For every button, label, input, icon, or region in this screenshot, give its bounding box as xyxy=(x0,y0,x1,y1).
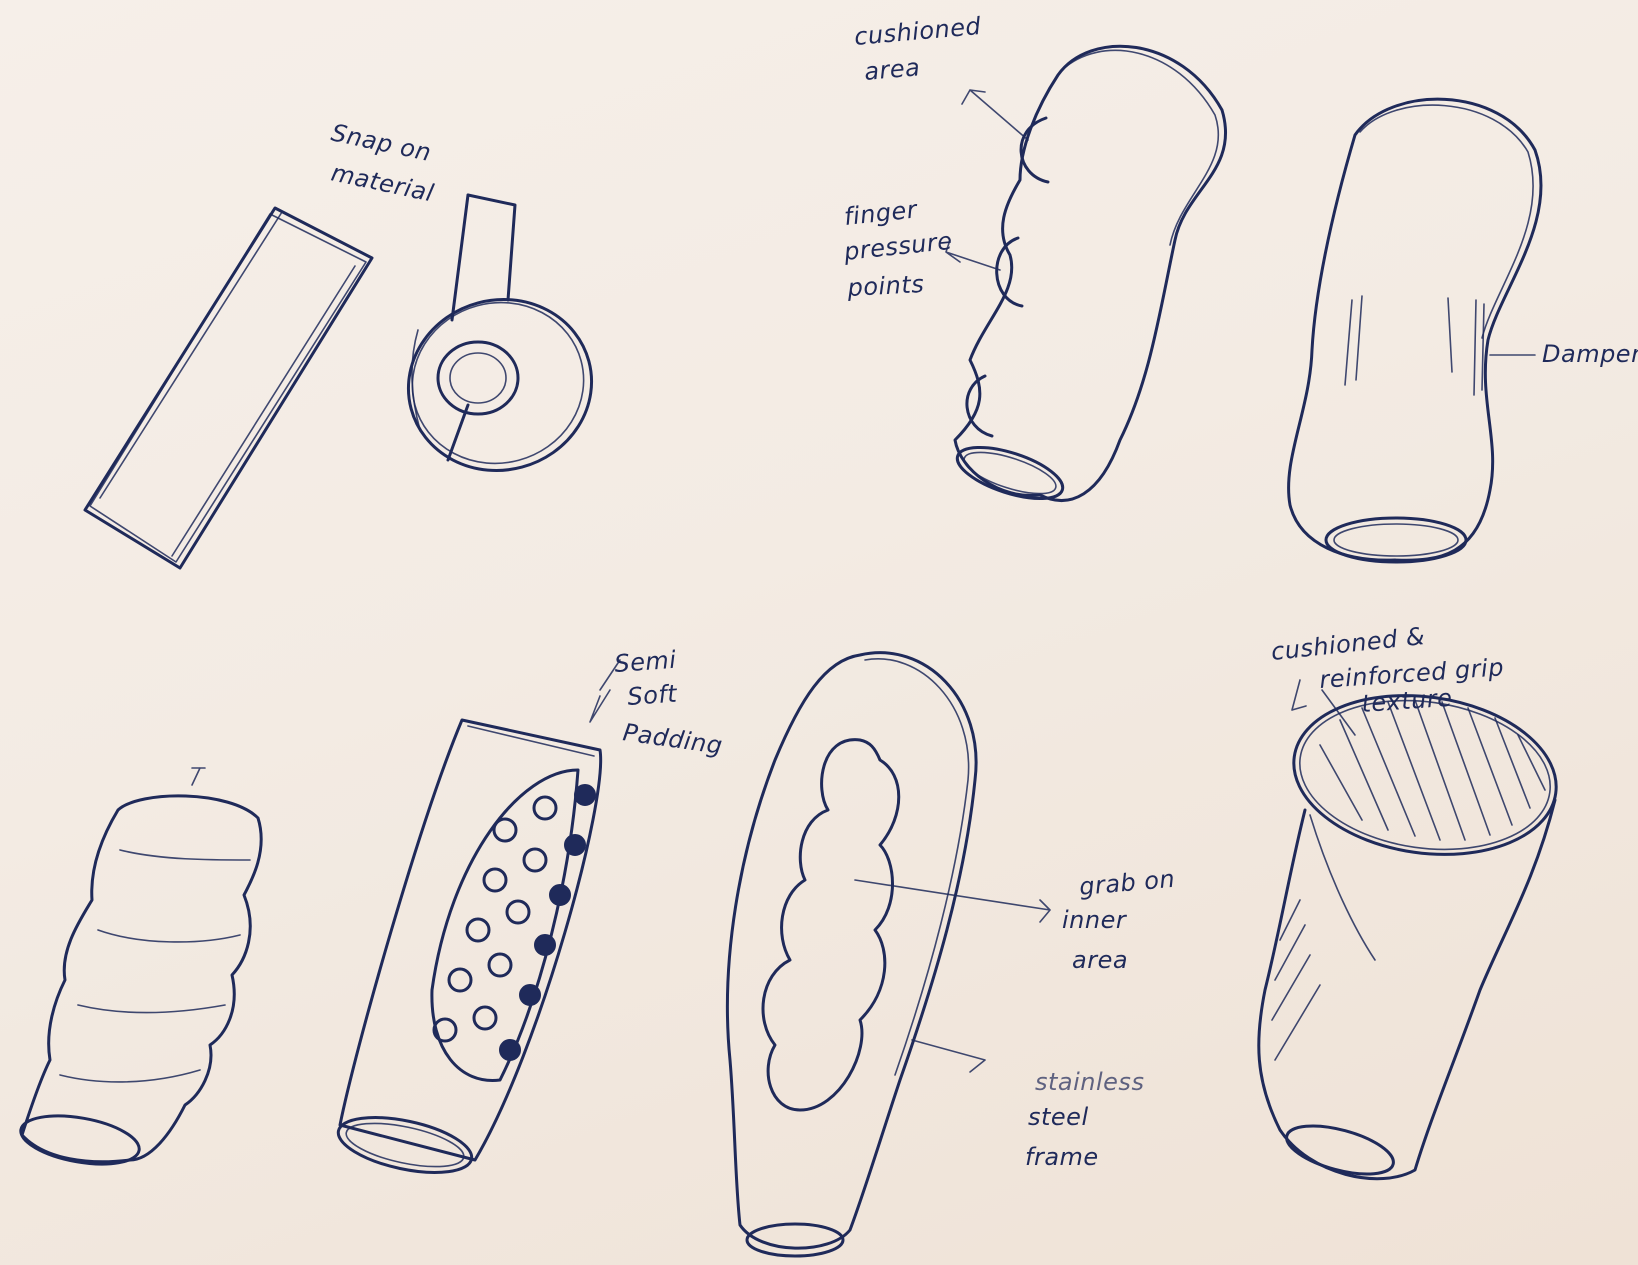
annotation-line: Soft xyxy=(626,680,679,711)
annotation-line: Semi xyxy=(613,646,677,678)
annotation-line: frame xyxy=(1025,1143,1099,1171)
annotation-line: material xyxy=(329,158,437,207)
annotation-line: finger xyxy=(843,195,920,231)
annotation-snap-on-material: Snap on material xyxy=(329,118,437,207)
snap-on-ring-sketch xyxy=(389,195,611,491)
annotation-line: grab on xyxy=(1078,865,1176,901)
cushioned-area-callout xyxy=(962,90,1028,140)
annotation-cushioned-area: cushioned area xyxy=(853,12,982,86)
annotation-grab-inner-area: grab on inner area xyxy=(1062,865,1176,974)
steel-frame-handle-sketch xyxy=(727,653,1050,1256)
annotation-line: inner xyxy=(1062,906,1128,934)
padded-handle-sketch xyxy=(333,660,620,1183)
annotation-dampen: Dampen xyxy=(1542,340,1638,368)
annotation-stainless-steel-frame: stainless steel frame xyxy=(1025,1068,1144,1171)
annotation-line: area xyxy=(863,53,921,86)
finger-pressure-callout xyxy=(946,240,1000,270)
annotation-semi-soft-padding: Semi Soft Padding xyxy=(613,646,724,760)
annotation-line: Padding xyxy=(621,718,724,760)
cushioned-handle-sketch xyxy=(952,46,1226,509)
flat-strip-sketch xyxy=(85,208,372,568)
annotation-finger-pressure-points: finger pressure points xyxy=(842,195,954,302)
hatched-grip-sketch xyxy=(1259,679,1567,1183)
annotation-line: steel xyxy=(1028,1103,1089,1131)
annotation-line: stainless xyxy=(1035,1068,1144,1096)
annotation-line: area xyxy=(1072,946,1128,974)
annotation-line: points xyxy=(846,270,925,302)
annotation-line: Dampen xyxy=(1542,340,1638,368)
annotation-cushioned-reinforced-grip: cushioned & reinforced grip texture xyxy=(1270,622,1505,718)
annotation-line: texture xyxy=(1360,684,1453,718)
hatch-lines xyxy=(1320,700,1545,840)
annotation-line: cushioned xyxy=(853,12,982,51)
annotation-line: pressure xyxy=(842,227,954,266)
dampen-handle-sketch xyxy=(1289,99,1541,562)
ribbed-grip-sketch xyxy=(17,768,261,1172)
